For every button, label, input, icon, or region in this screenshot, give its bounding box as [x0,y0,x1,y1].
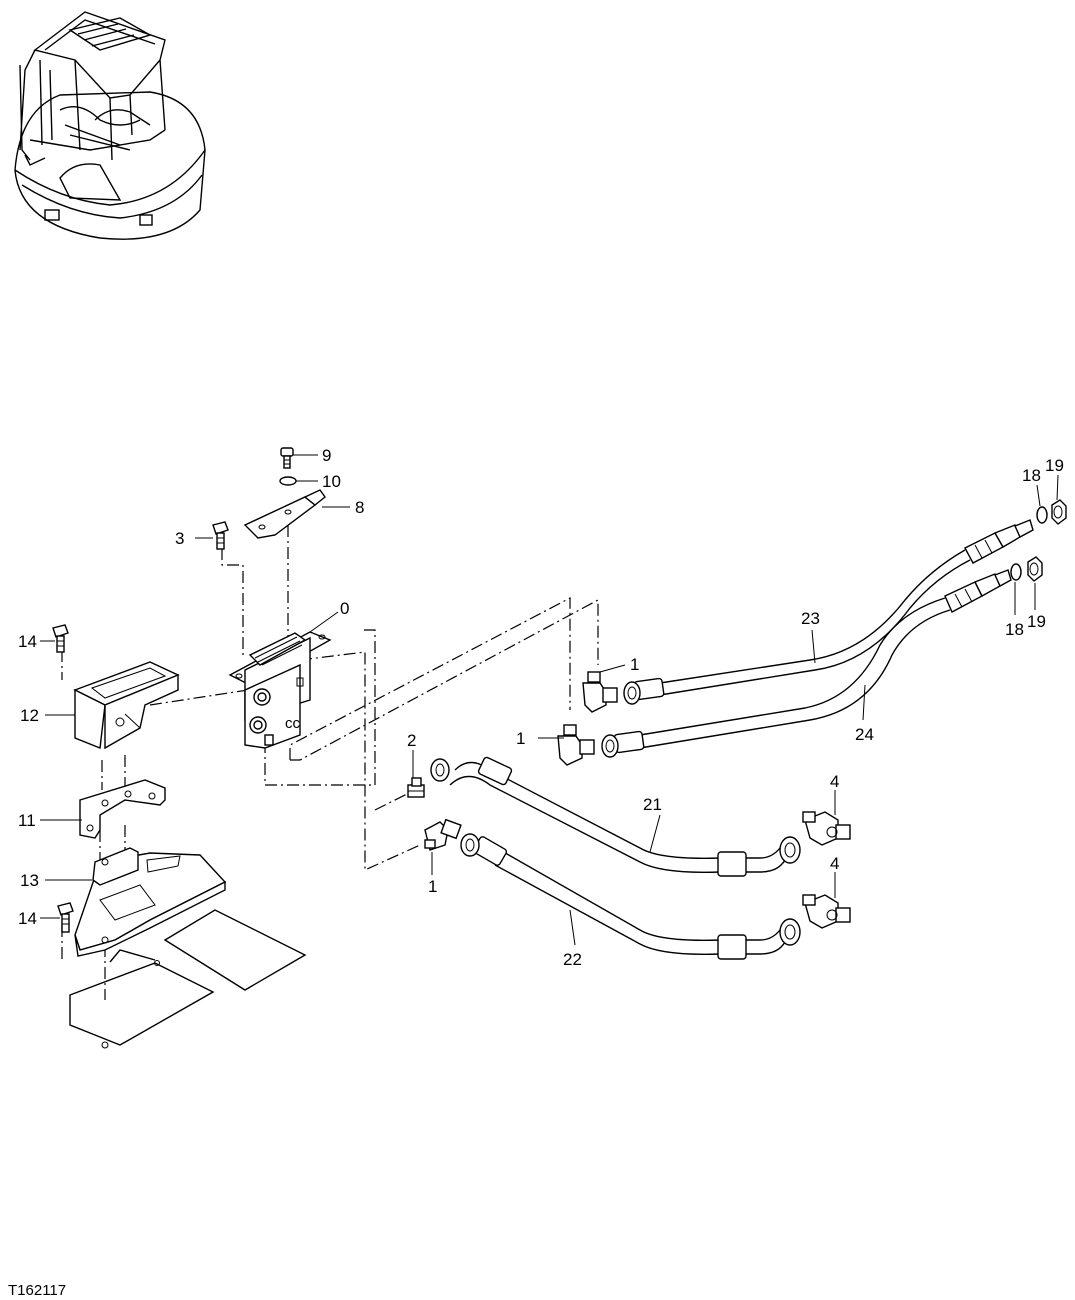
figure-id: T162117 [8,1282,66,1299]
callout-11: 11 [18,811,36,830]
callout-22: 22 [563,950,582,969]
callout-19-upper: 19 [1045,456,1064,475]
washer-item-18-upper [1036,506,1048,524]
screw-item-9 [280,447,294,469]
callout-2: 2 [407,731,416,750]
washer-item-10 [279,476,297,486]
callout-10: 10 [322,472,341,491]
callout-24: 24 [855,725,874,744]
elbow-fitting-item-1-middle [557,724,595,766]
callout-0: 0 [340,599,349,618]
callout-9: 9 [322,446,331,465]
callout-1-upper: 1 [630,655,639,674]
callout-8: 8 [355,498,364,517]
callout-21: 21 [643,795,662,814]
hose-item-24 [639,597,951,749]
fitting-item-2 [407,777,425,798]
elbow-fitting-item-1-lower [424,818,462,851]
svg-text:cc: cc [285,715,301,732]
nut-item-19-lower [1027,556,1043,582]
callout-19-lower: 19 [1027,612,1046,631]
hose-fitting-23-right [964,519,1034,564]
floor-mat [69,909,307,1049]
bracket-item-11 [79,779,166,839]
tee-fitting-item-4-upper [802,811,851,846]
callout-1-middle: 1 [516,729,525,748]
callout-labels: 9 10 8 3 0 14 12 11 13 14 1 1 2 1 21 22 … [18,446,1064,969]
callout-14-lower: 14 [18,909,37,928]
nut-item-19-upper [1051,499,1067,525]
hose-fitting-24-right [944,569,1012,613]
callout-12: 12 [20,706,39,725]
leader-lines [40,454,1059,946]
callout-14-upper: 14 [18,632,37,651]
machine-locator-illustration [14,11,206,240]
cover-item-12 [73,661,180,750]
washer-item-18-lower [1010,563,1022,581]
hose-item-23 [659,549,971,696]
hose-item-21 [430,756,801,877]
valve-assembly-item-0: cc [228,631,332,749]
callout-4-upper: 4 [830,772,839,791]
callout-13: 13 [20,871,39,890]
hose-fitting-24-left [601,730,645,758]
callout-1-lower: 1 [428,877,437,896]
callout-4-lower: 4 [830,854,839,873]
hose-fitting-23-left [623,677,665,705]
hose-item-22 [460,833,801,960]
bolt-item-14-upper [52,624,69,653]
floor-plate-item-13 [74,847,227,957]
callout-18-upper: 18 [1022,466,1041,485]
callout-3: 3 [175,529,184,548]
bolt-item-3 [212,521,229,550]
bolt-item-14-lower [57,902,74,933]
callout-23: 23 [801,609,820,628]
tee-fitting-item-4-lower [802,894,851,929]
bracket-plate-item-8 [243,489,326,539]
callout-18-lower: 18 [1005,620,1024,639]
elbow-fitting-item-1-upper [582,671,618,713]
